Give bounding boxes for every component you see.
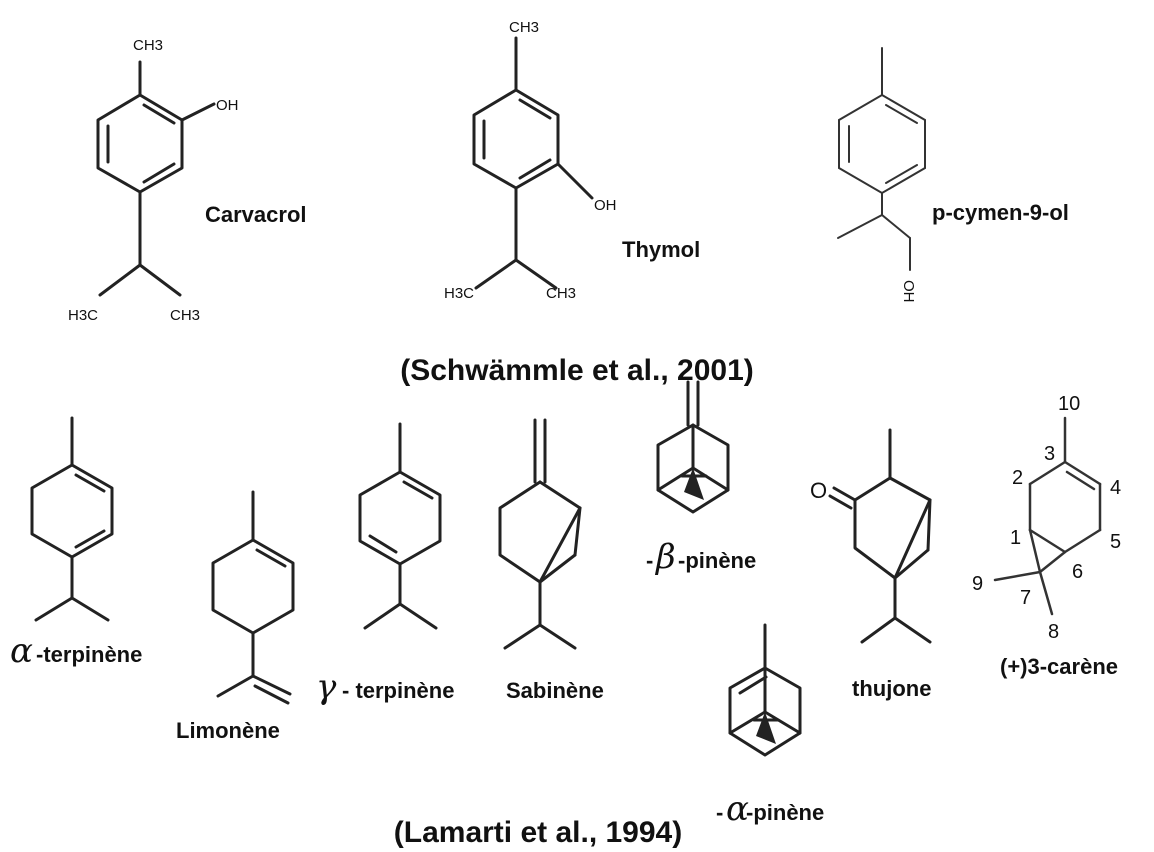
alpha-terpinene-greek: α [10, 631, 33, 671]
pcymenol-name: p-cymen-9-ol [932, 200, 1069, 225]
alpha-terpinene-name: -terpinène [36, 642, 142, 667]
carvacrol-ch3b-label: CH3 [170, 307, 200, 324]
alpha-terpinene-structure [30, 416, 114, 622]
beta-pinene-prefix: - [646, 548, 653, 573]
limonene-structure [211, 490, 295, 705]
alpha-pinene-greek: α [726, 789, 749, 829]
pcymenol-oh-label: OH [900, 280, 917, 303]
carvacrol-structure: CH3 OH H3C CH3 [68, 37, 239, 324]
gamma-terpinene-name: - terpinène [342, 678, 454, 703]
alpha-pinene-prefix: - [716, 800, 723, 825]
carene-number-2: 2 [1012, 467, 1023, 489]
carene-number-1: 1 [1010, 527, 1021, 549]
thujone-structure: O [810, 428, 932, 644]
thymol-ch3-label: CH3 [509, 19, 539, 36]
citation-lamarti: (Lamarti et al., 1994) [394, 816, 682, 849]
carene-number-10: 10 [1058, 393, 1080, 415]
carene-number-3: 3 [1044, 443, 1055, 465]
carene-number-5: 5 [1110, 531, 1121, 553]
pcymenol-structure: OH [837, 47, 926, 303]
thymol-ch3b-label: CH3 [546, 285, 576, 302]
gamma-terpinene-structure [358, 422, 442, 630]
carene-name: (+)3-carène [1000, 654, 1118, 679]
carene-number-7: 7 [1020, 587, 1031, 609]
carene-structure: 10 3 4 2 5 1 6 9 7 8 [972, 393, 1121, 643]
carvacrol-name: Carvacrol [205, 202, 307, 227]
carene-number-9: 9 [972, 573, 983, 595]
carene-number-4: 4 [1110, 477, 1121, 499]
carene-number-6: 6 [1072, 561, 1083, 583]
carene-number-8: 8 [1048, 621, 1059, 643]
gamma-terpinene-greek: γ [316, 667, 337, 707]
thymol-h3c-label: H3C [444, 285, 474, 302]
alpha-pinene-name: -pinène [746, 800, 824, 825]
thujone-o-label: O [810, 478, 827, 503]
beta-pinene-name: -pinène [678, 548, 756, 573]
sabinene-structure [498, 418, 582, 650]
citation-schwammle: (Schwämmle et al., 2001) [400, 354, 754, 387]
sabinene-name: Sabinène [506, 678, 604, 703]
thujone-name: thujone [852, 676, 931, 701]
carvacrol-h3c-label: H3C [68, 307, 98, 324]
limonene-name: Limonène [176, 718, 280, 743]
thymol-oh-label: OH [594, 197, 617, 214]
alpha-pinene-structure [728, 623, 802, 757]
thymol-structure: CH3 OH H3C CH3 [444, 19, 617, 302]
beta-pinene-greek: β [654, 537, 676, 577]
carvacrol-ch3-label: CH3 [133, 37, 163, 54]
carvacrol-oh-label: OH [216, 97, 239, 114]
beta-pinene-structure [656, 380, 730, 514]
thymol-name: Thymol [622, 237, 700, 262]
